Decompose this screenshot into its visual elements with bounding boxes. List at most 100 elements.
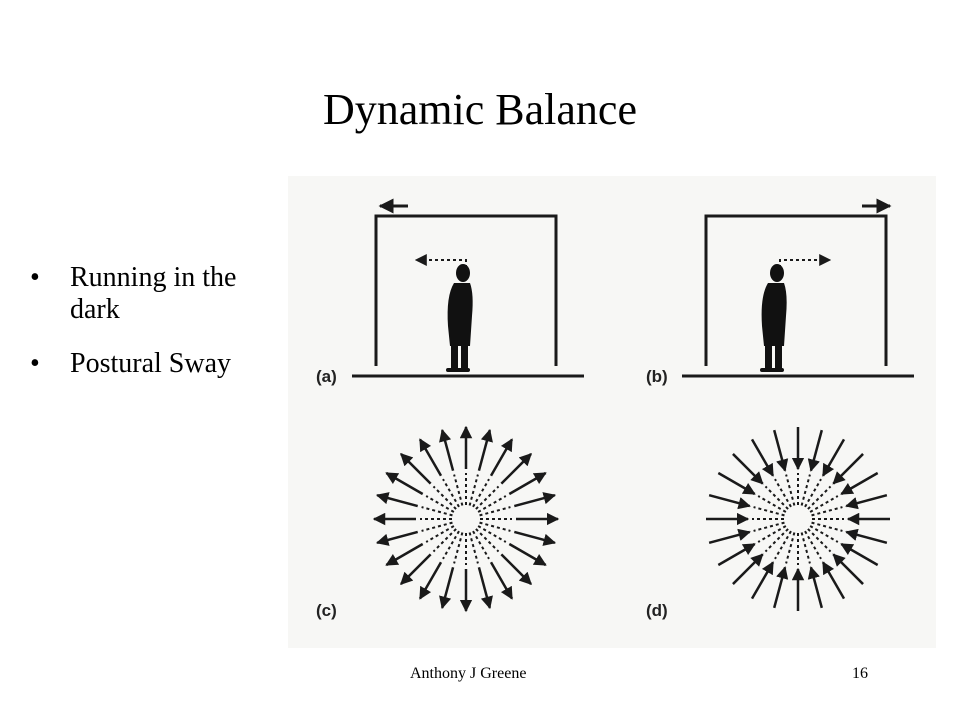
flow-arrow bbox=[385, 471, 424, 496]
standing-person-icon bbox=[446, 264, 473, 372]
flow-dash bbox=[785, 532, 796, 564]
flow-arrow bbox=[840, 542, 879, 567]
flow-arrow bbox=[439, 428, 455, 472]
bullet-item: • Postural Sway bbox=[30, 348, 280, 380]
flow-dash bbox=[442, 478, 460, 508]
bullet-text: Postural Sway bbox=[70, 348, 231, 379]
flow-arrow bbox=[807, 429, 824, 472]
flow-dash bbox=[753, 521, 785, 532]
flow-arrow bbox=[508, 542, 547, 567]
flow-dash bbox=[811, 521, 843, 532]
flow-dash bbox=[753, 506, 785, 517]
flow-arrow bbox=[439, 566, 455, 610]
flow-dash bbox=[432, 485, 457, 510]
panel-label-a: (a) bbox=[316, 367, 337, 386]
flow-dash bbox=[453, 474, 464, 506]
flow-dash bbox=[809, 525, 839, 543]
flow-dash bbox=[477, 495, 507, 513]
flow-dash bbox=[442, 530, 460, 560]
flow-dash bbox=[804, 478, 822, 508]
bullet-icon: • bbox=[30, 262, 40, 293]
flow-arrow bbox=[732, 453, 764, 485]
flow-dash bbox=[421, 521, 453, 532]
panel-d-contraction-flow bbox=[706, 427, 890, 611]
flow-arrow bbox=[708, 493, 751, 510]
flow-arrow bbox=[717, 542, 756, 567]
slide-number: 16 bbox=[852, 665, 868, 682]
flow-dash bbox=[472, 478, 490, 508]
flow-dash bbox=[764, 485, 789, 510]
flow-arrow bbox=[418, 561, 443, 600]
flow-dash bbox=[425, 525, 455, 543]
slide-title: Dynamic Balance bbox=[323, 85, 637, 134]
flow-dash bbox=[468, 532, 479, 564]
flow-dash bbox=[804, 530, 822, 560]
flow-dash bbox=[479, 506, 511, 517]
flow-dash bbox=[809, 495, 839, 513]
flow-dash bbox=[425, 495, 455, 513]
panel-a-room bbox=[352, 198, 584, 378]
flow-dash bbox=[764, 528, 789, 553]
flow-dash bbox=[785, 474, 796, 506]
flow-arrow bbox=[832, 553, 864, 585]
bullet-list: • Running in the dark • Postural Sway bbox=[30, 262, 280, 402]
flow-dash bbox=[774, 530, 792, 560]
flow-arrow bbox=[717, 471, 756, 496]
flow-dash bbox=[800, 474, 811, 506]
flow-arrow bbox=[375, 530, 419, 546]
flow-dash bbox=[453, 532, 464, 564]
flow-arrow bbox=[489, 438, 514, 477]
flow-arrow bbox=[772, 566, 789, 609]
flow-arrow bbox=[832, 453, 864, 485]
standing-person-icon bbox=[760, 264, 787, 372]
flow-dash bbox=[800, 532, 811, 564]
flow-arrow bbox=[840, 471, 879, 496]
flow-dash bbox=[811, 506, 843, 517]
moving-room-figure: (a) (b) (c) (d) bbox=[288, 176, 936, 648]
flow-arrow bbox=[508, 471, 547, 496]
flow-dash bbox=[475, 528, 500, 553]
flow-arrow bbox=[845, 528, 888, 545]
flow-arrow bbox=[500, 553, 532, 585]
flow-arrow bbox=[400, 453, 432, 485]
flow-arrow bbox=[732, 553, 764, 585]
panel-label-d: (d) bbox=[646, 601, 668, 620]
flow-arrow bbox=[750, 438, 775, 477]
panel-label-b: (b) bbox=[646, 367, 668, 386]
flow-arrow bbox=[418, 438, 443, 477]
flow-arrow bbox=[513, 492, 557, 508]
flow-dash bbox=[757, 525, 787, 543]
flow-dash bbox=[468, 474, 479, 506]
flow-arrow bbox=[477, 428, 493, 472]
panel-label-c: (c) bbox=[316, 601, 337, 620]
flow-arrow bbox=[477, 566, 493, 610]
bullet-icon: • bbox=[30, 348, 40, 379]
flow-arrow bbox=[500, 453, 532, 485]
panel-b-room bbox=[682, 198, 914, 378]
flow-arrow bbox=[821, 438, 846, 477]
flow-arrow bbox=[821, 561, 846, 600]
flow-arrow bbox=[845, 493, 888, 510]
panel-c-expansion-flow bbox=[372, 425, 560, 613]
flow-arrow bbox=[513, 530, 557, 546]
flow-arrow bbox=[750, 561, 775, 600]
bullet-item: • Running in the dark bbox=[30, 262, 280, 326]
flow-arrow bbox=[375, 492, 419, 508]
footer-author: Anthony J Greene bbox=[410, 665, 527, 682]
flow-dash bbox=[477, 525, 507, 543]
flow-arrow bbox=[807, 566, 824, 609]
figure-background bbox=[288, 176, 936, 648]
bullet-text: Running in the dark bbox=[70, 262, 237, 325]
flow-arrow bbox=[489, 561, 514, 600]
flow-dash bbox=[432, 528, 457, 553]
flow-arrow bbox=[772, 429, 789, 472]
flow-arrow bbox=[385, 542, 424, 567]
flow-dash bbox=[421, 506, 453, 517]
flow-dash bbox=[807, 485, 832, 510]
flow-dash bbox=[479, 521, 511, 532]
flow-arrow bbox=[708, 528, 751, 545]
flow-arrow bbox=[400, 553, 432, 585]
flow-dash bbox=[807, 528, 832, 553]
flow-dash bbox=[475, 485, 500, 510]
flow-dash bbox=[774, 478, 792, 508]
